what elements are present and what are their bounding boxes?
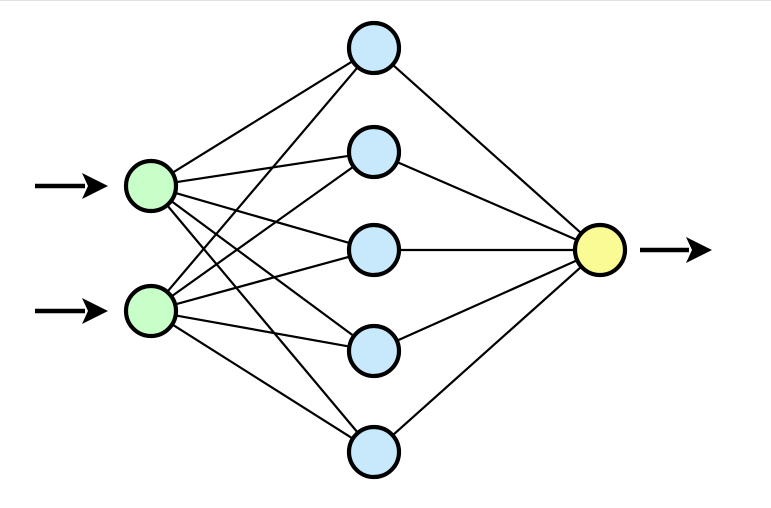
node-output-node-1[interactable] <box>572 222 628 278</box>
node-hidden-node-3[interactable] <box>346 222 402 278</box>
top-divider-rule <box>0 0 771 1</box>
edge-input-node-1-to-hidden-node-1 <box>170 59 355 175</box>
layer-hidden-layer <box>346 20 402 480</box>
edge-input-node-2-to-hidden-node-5 <box>170 322 355 441</box>
node-input-node-2[interactable] <box>123 283 179 339</box>
edge-input-node-1-to-hidden-node-4 <box>169 199 356 338</box>
edges-group <box>165 59 584 441</box>
layer-output-layer <box>572 222 628 278</box>
edge-input-node-2-to-hidden-node-4 <box>173 314 352 348</box>
node-hidden-node-4[interactable] <box>346 323 402 379</box>
input-arrow-2 <box>35 298 108 324</box>
input-arrow-1 <box>35 173 108 199</box>
input-arrow-2-head <box>82 298 108 324</box>
node-hidden-node-1[interactable] <box>346 20 402 76</box>
node-hidden-node-2[interactable] <box>346 124 402 180</box>
node-input-node-1[interactable] <box>123 158 179 214</box>
edge-input-node-2-to-hidden-node-3 <box>173 255 352 306</box>
layer-input-layer <box>123 158 179 339</box>
edge-hidden-node-5-to-output-node-1 <box>390 264 584 438</box>
edge-input-node-1-to-hidden-node-5 <box>165 203 360 435</box>
node-hidden-node-5[interactable] <box>346 424 402 480</box>
output-arrow-1 <box>640 237 712 263</box>
edge-hidden-node-2-to-output-node-1 <box>395 160 579 242</box>
io-arrows-group <box>35 173 712 324</box>
output-arrow-1-head <box>686 237 712 263</box>
edge-input-node-1-to-hidden-node-3 <box>173 191 352 245</box>
input-arrow-1-head <box>82 173 108 199</box>
edge-input-node-1-to-hidden-node-2 <box>174 154 351 184</box>
edge-input-node-2-to-hidden-node-2 <box>169 164 356 299</box>
edge-hidden-node-4-to-output-node-1 <box>395 258 579 343</box>
edge-input-node-2-to-hidden-node-1 <box>165 65 360 294</box>
nodes-group <box>123 20 628 480</box>
edge-hidden-node-1-to-output-node-1 <box>390 62 584 236</box>
